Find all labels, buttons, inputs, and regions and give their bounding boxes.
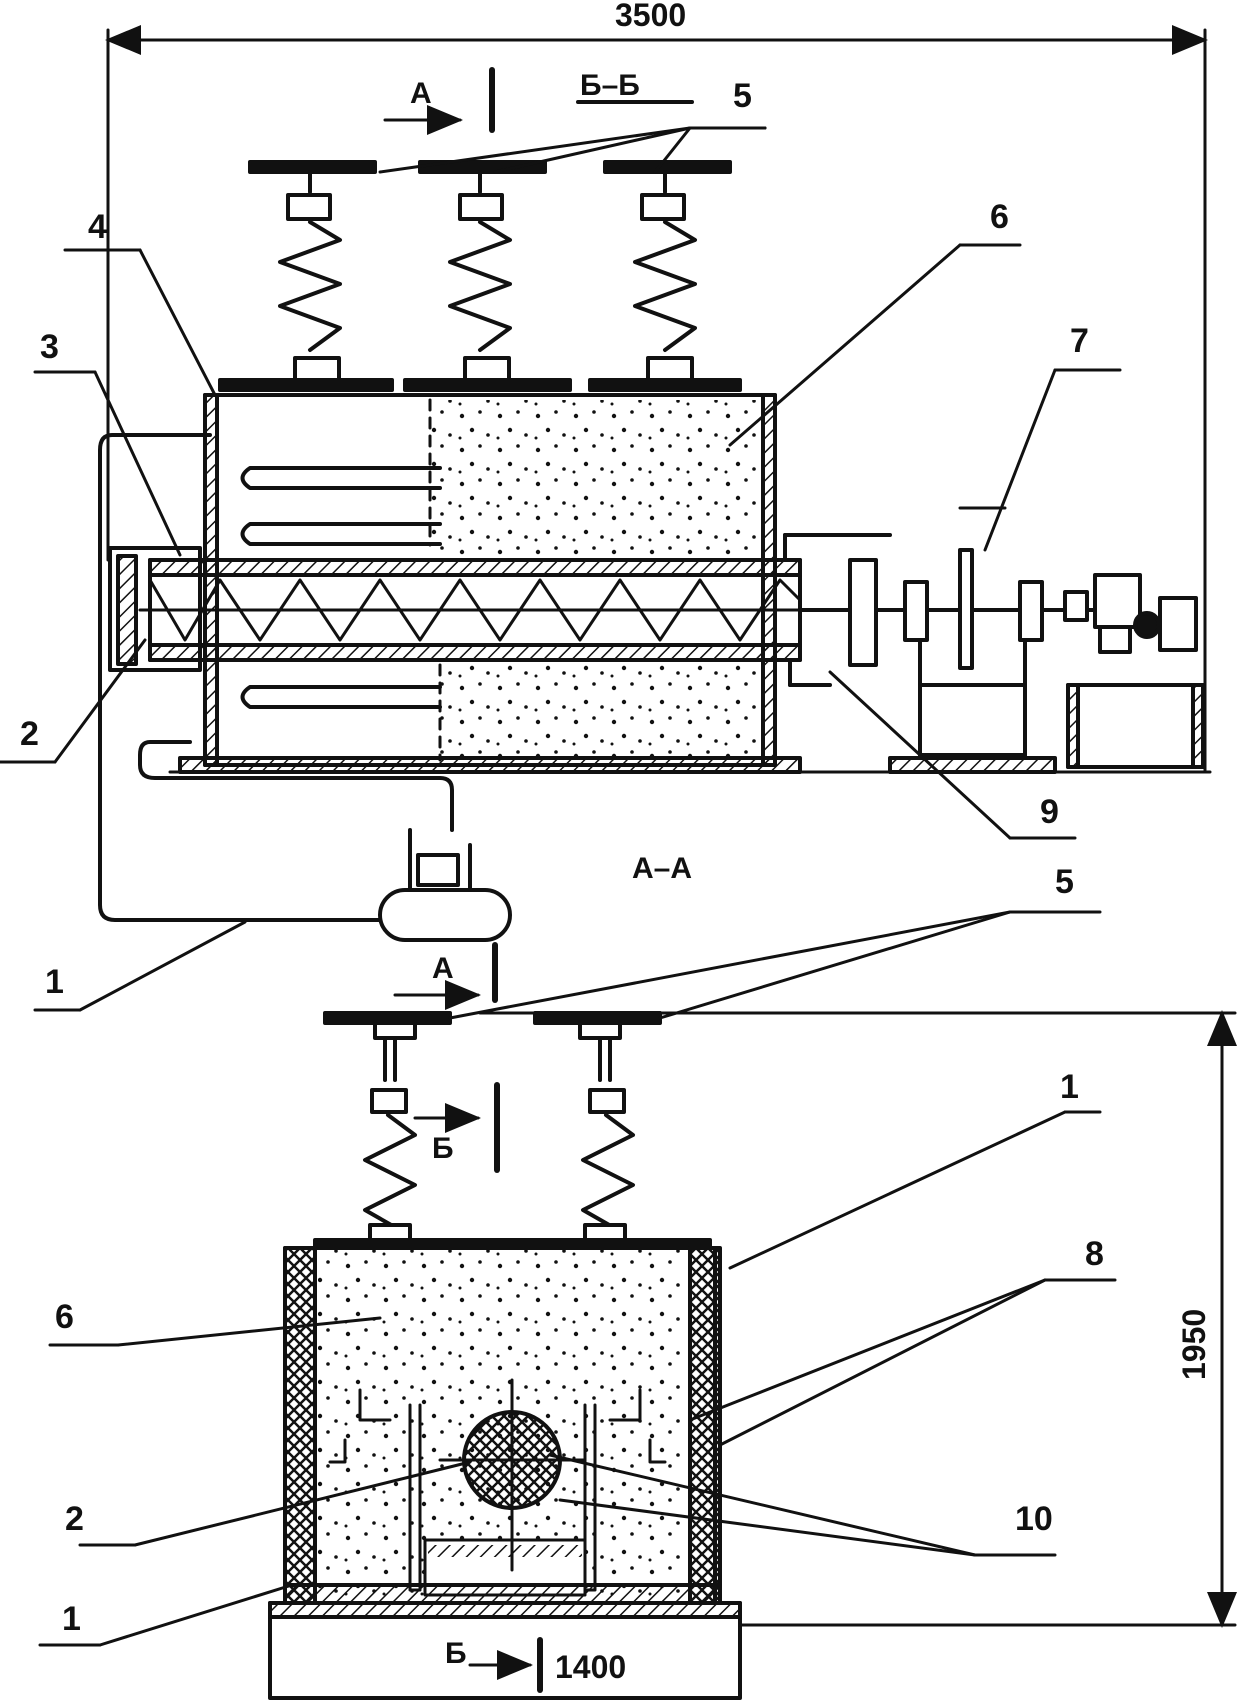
callout-4-top: 4 xyxy=(88,208,107,246)
callout-6-top: 6 xyxy=(990,198,1009,236)
callout-2-top: 2 xyxy=(20,715,39,753)
callout-1-top: 1 xyxy=(45,963,64,1001)
callout-7-top: 7 xyxy=(1070,322,1089,360)
section-label-bb: Б–Б xyxy=(580,69,640,102)
dimension-1400-label: 1400 xyxy=(555,1649,626,1685)
drive-train xyxy=(798,506,1205,769)
piping-loop xyxy=(98,433,512,942)
callout-10-bottom: 10 xyxy=(1015,1500,1053,1538)
housing-cross-section xyxy=(283,1246,722,1605)
section-marker-a-top xyxy=(383,67,495,135)
dimension-1950-label: 1950 xyxy=(1176,1309,1212,1380)
callout-5-bottom: 5 xyxy=(1055,863,1074,901)
section-arrow-label-a-top: А xyxy=(410,77,432,110)
section-arrow-label-b-mid: Б xyxy=(432,1132,454,1165)
callout-1-bottom-left: 1 xyxy=(62,1600,81,1638)
callout-1-bottom-right: 1 xyxy=(1060,1068,1079,1106)
leaders-bottom xyxy=(38,910,1117,1647)
leaders-top xyxy=(0,126,1122,1012)
housing-top xyxy=(203,393,777,767)
section-arrow-label-a-mid: А xyxy=(432,952,454,985)
spring-supports-bottom xyxy=(313,1011,712,1250)
section-label-aa: А–А xyxy=(632,852,692,885)
section-arrow-label-b-bottom: Б xyxy=(445,1637,467,1670)
spring-supports-top xyxy=(218,160,742,392)
callout-9-top: 9 xyxy=(1040,793,1059,831)
callout-5-top: 5 xyxy=(733,77,752,115)
floor-top xyxy=(168,756,1212,774)
dimension-3500-label: 3500 xyxy=(615,0,686,33)
base-plate xyxy=(268,1601,742,1700)
section-marker-b-bottom xyxy=(468,1637,543,1693)
dimension-1950 xyxy=(478,1010,1237,1628)
section-marker-a-mid xyxy=(393,942,498,1010)
callout-3-top: 3 xyxy=(40,328,59,366)
section-marker-b-mid xyxy=(413,1082,500,1173)
dimension-3500 xyxy=(105,25,1208,772)
callout-6-bottom: 6 xyxy=(55,1298,74,1336)
callout-2-bottom: 2 xyxy=(65,1500,84,1538)
callout-8-bottom: 8 xyxy=(1085,1235,1104,1273)
